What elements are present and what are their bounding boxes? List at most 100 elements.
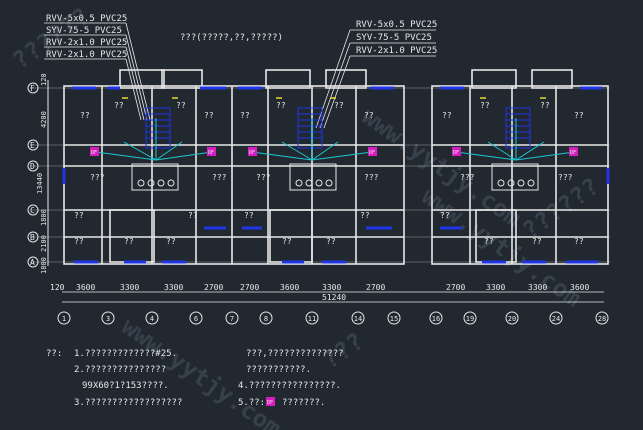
window-segments (62, 86, 610, 264)
room-label: ?? (74, 237, 84, 246)
dimension-label: 2700 (240, 283, 259, 292)
room-label: ?? (326, 237, 336, 246)
equipment-blocks (131, 163, 539, 191)
dimension-label: 13440 (36, 173, 44, 194)
dimension-label: 3300 (164, 283, 183, 292)
room-label: ?? (364, 111, 374, 120)
axis-bubble (549, 311, 563, 325)
terminal-label: DF (249, 150, 255, 156)
note-line: 3.?????????????????? (74, 398, 182, 408)
dimension-label: 3300 (120, 283, 139, 292)
cable-spec-label: RVV-2x1.0 PVC25 (46, 50, 127, 60)
terminal-outlet: DF (248, 147, 257, 156)
total-dimension: 51240 (322, 293, 346, 302)
cable-spec-label: RVV-2x1.0 PVC25 (46, 38, 127, 48)
dimension-label: 3600 (280, 283, 299, 292)
note-line: 2.??????????????? (74, 365, 166, 375)
terminal-label: DF (369, 150, 375, 156)
axis-bubble (595, 311, 609, 325)
axis-label: 21 (510, 0, 518, 2)
axis-bubble (57, 311, 71, 325)
terminal-legend-symbol (266, 397, 275, 406)
terminal-label: DF (570, 150, 576, 156)
room-labels: ?? ?? ?? ?? ?? ?? ?? ?? ?? ?? ?? ?? ?? ?… (74, 101, 584, 246)
room-label: ?? (204, 111, 214, 120)
terminal-outlet: DF (452, 147, 461, 156)
axis-label: A (30, 258, 35, 267)
dimension-label: 2100 (40, 235, 48, 252)
axis-bubble (27, 82, 39, 94)
axis-label: D (30, 162, 35, 171)
axis-label: C (30, 206, 35, 215)
cable-leader-lines-left (44, 22, 151, 121)
terminal-legend-label: DF (267, 400, 273, 406)
room-label: ??? (460, 173, 475, 182)
axis-bubble (225, 311, 239, 325)
terminal-label: DF (208, 150, 214, 156)
axis-bubble (101, 311, 115, 325)
row-axis-labels: F E D C B A (30, 84, 35, 267)
note-line: ???,?????????????? (246, 349, 344, 359)
column-axis-labels: 1 3 4 6 7 8 11 14 15 16 19 20 21 24 28 (62, 0, 606, 323)
cable-spec-callout-right: RVV-5x0.5 PVC25 SYV-75-5 PVC25 RVV-2x1.0… (356, 20, 437, 56)
axis-label: E (30, 141, 35, 150)
terminal-label: DF (453, 150, 459, 156)
room-label: ?? (440, 211, 450, 220)
axis-bubble (505, 311, 519, 325)
room-label: ?? (334, 101, 344, 110)
axis-label: 28 (598, 315, 606, 323)
terminal-outlet: DF (90, 147, 99, 156)
dimension-label: 3300 (322, 283, 341, 292)
room-label: ?? (540, 101, 550, 110)
axis-bubble (145, 311, 159, 325)
axis-bubble (429, 311, 443, 325)
axis-label: 19 (466, 315, 474, 323)
terminal-outlet: DF (368, 147, 377, 156)
axis-bubble (305, 311, 319, 325)
cable-spec-label: RVV-2x1.0 PVC25 (356, 46, 437, 56)
room-label: ?? (282, 237, 292, 246)
dimension-lines (62, 291, 604, 303)
room-label: ?? (442, 111, 452, 120)
design-notes: ??: 1.?????????????#25. 2.??????????????… (46, 349, 344, 408)
dimension-label: 2700 (446, 283, 465, 292)
axis-bubble (27, 256, 39, 268)
note-line: ???????. (282, 398, 325, 408)
room-label: ?? (188, 211, 198, 220)
axis-label: 11 (308, 315, 316, 323)
terminal-outlet: DF (569, 147, 578, 156)
room-label: ?? (124, 237, 134, 246)
row-axis-bubbles (27, 80, 49, 268)
dimension-label: 3600 (570, 283, 589, 292)
room-label: ?? (484, 237, 494, 246)
axis-label: 7 (230, 315, 234, 323)
axis-label: B (30, 233, 35, 242)
room-label: ?? (114, 101, 124, 110)
cable-runs (95, 118, 575, 161)
note-line: 5.??: (238, 398, 265, 408)
dimension-values: 120 3600 3300 3300 2700 2700 3600 3300 2… (50, 283, 589, 302)
room-label: ??? (364, 173, 379, 182)
axis-label: 6 (194, 315, 198, 323)
axis-label: 24 (552, 315, 560, 323)
room-label: ?? (166, 237, 176, 246)
axis-label: F (30, 84, 35, 93)
dimension-label: 2700 (366, 283, 385, 292)
room-label: ?? (276, 101, 286, 110)
terminal-markers: DF DF DF DF DF DF (90, 147, 578, 156)
dimension-label: 120 (40, 73, 48, 86)
room-label: ?? (532, 237, 542, 246)
terminal-label: DF (91, 150, 97, 156)
dimension-label: 3300 (486, 283, 505, 292)
room-label: ??? (256, 173, 271, 182)
cable-spec-label: RVV-5x0.5 PVC25 (46, 14, 127, 24)
room-label: ?? (360, 211, 370, 220)
axis-bubble (463, 311, 477, 325)
dimension-label: 4200 (40, 111, 48, 128)
room-label: ?? (574, 111, 584, 120)
dimension-label: 3300 (528, 283, 547, 292)
row-dimension-labels: 120 4200 13440 1800 2100 1800 (36, 73, 48, 274)
axis-label: 1 (62, 315, 66, 323)
axis-bubble (27, 204, 39, 216)
dimension-label: 3600 (76, 283, 95, 292)
